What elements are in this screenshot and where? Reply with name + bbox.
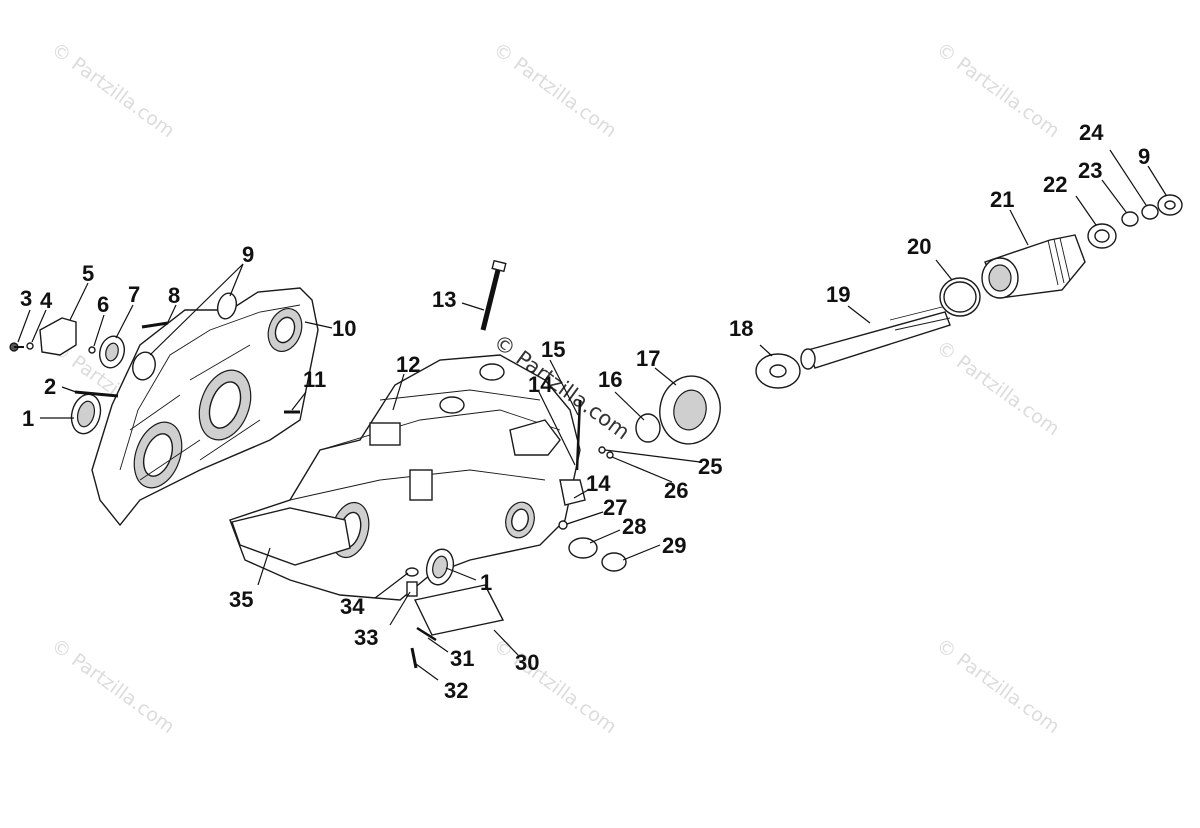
callout-20: 20 (907, 234, 931, 259)
callout-14: 14 (586, 471, 611, 496)
watermark: © Partzilla.com (47, 38, 179, 142)
callout-10: 10 (332, 316, 356, 341)
callout-5: 5 (82, 261, 94, 286)
callout-24: 24 (1079, 120, 1104, 145)
callout-17: 17 (636, 346, 660, 371)
callout-30: 30 (515, 650, 539, 675)
callout-34: 34 (340, 594, 365, 619)
callout-1-case: 1 (480, 570, 492, 595)
callout-7: 7 (128, 282, 140, 307)
callout-8: 8 (168, 283, 180, 308)
watermark: © Partzilla.com (489, 634, 621, 738)
gearcase-main (229, 259, 721, 669)
callout-33: 33 (354, 625, 378, 650)
leader-lines (17, 149, 1167, 681)
callout-35: 35 (229, 587, 253, 612)
callout-27: 27 (603, 495, 627, 520)
callout-26: 26 (664, 478, 688, 503)
watermark: © Partzilla.com (932, 336, 1064, 440)
callout-18: 18 (729, 316, 753, 341)
gearcase-cover (91, 287, 319, 527)
callout-labels: 1 1 2 3 4 5 6 7 8 9 9 10 11 12 13 14 14 … (20, 120, 1150, 703)
callout-15: 15 (541, 337, 565, 362)
callout-12: 12 (396, 352, 420, 377)
output-shaft-assembly (755, 194, 1183, 389)
callout-6: 6 (97, 292, 109, 317)
watermark: © Partzilla.com (489, 38, 621, 142)
callout-29: 29 (662, 533, 686, 558)
callout-2: 2 (44, 374, 56, 399)
callout-13: 13 (432, 287, 456, 312)
callout-9-right: 9 (1138, 144, 1150, 169)
callout-14-upper: 14 (528, 372, 553, 397)
small-parts-left (9, 292, 300, 435)
callout-16: 16 (598, 367, 622, 392)
callout-21: 21 (990, 187, 1014, 212)
callout-32: 32 (444, 678, 468, 703)
callout-11: 11 (303, 367, 326, 392)
callout-23: 23 (1078, 158, 1102, 183)
callout-9: 9 (242, 242, 254, 267)
callout-3: 3 (20, 286, 32, 311)
watermark: © Partzilla.com (932, 38, 1064, 142)
watermark: © Partzilla.com (932, 634, 1064, 738)
watermark: © Partzilla.com (47, 634, 179, 738)
callout-1: 1 (22, 406, 34, 431)
callout-28: 28 (622, 514, 646, 539)
callout-19: 19 (826, 282, 850, 307)
callout-31: 31 (450, 646, 474, 671)
callout-4: 4 (40, 288, 53, 313)
callout-22: 22 (1043, 172, 1067, 197)
callout-25: 25 (698, 454, 722, 479)
